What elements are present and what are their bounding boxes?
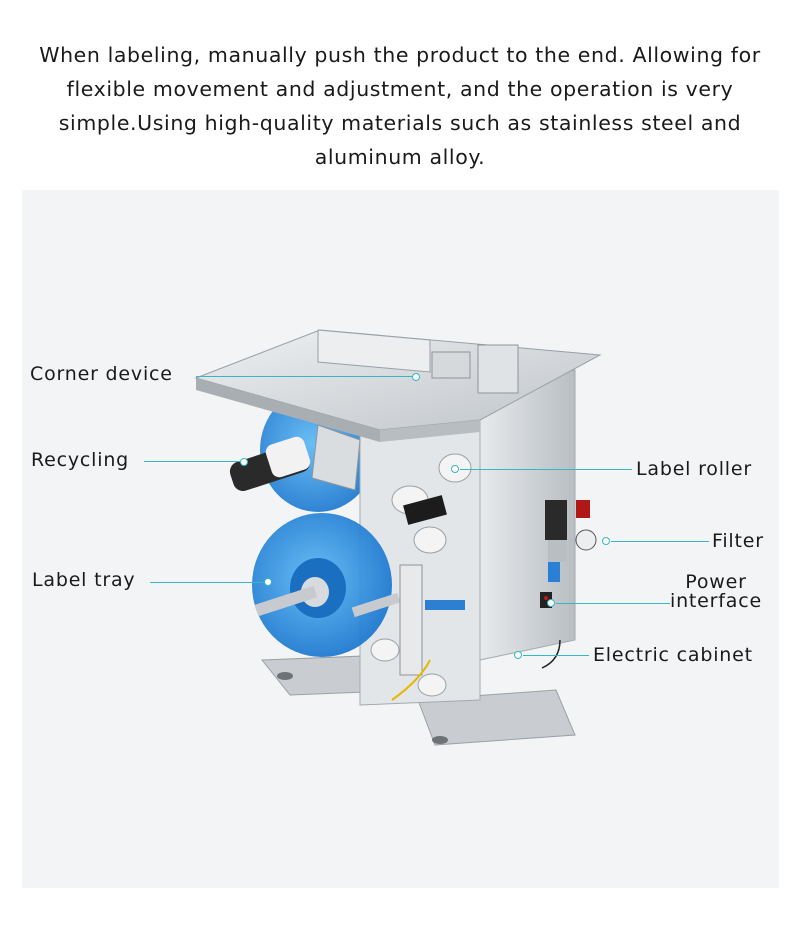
callout-power-interface-line1: Power	[685, 571, 747, 593]
marker-label-tray	[264, 578, 272, 586]
callout-label-roller: Label roller	[636, 458, 752, 480]
marker-corner-device	[412, 373, 420, 381]
callout-electric-cabinet: Electric cabinet	[593, 644, 753, 666]
callout-power-interface: Power interface	[670, 573, 762, 611]
intro-text: When labeling, manually push the product…	[39, 43, 761, 169]
marker-recycling	[240, 458, 248, 466]
marker-power-interface	[547, 599, 555, 607]
marker-filter	[602, 537, 610, 545]
leader-filter	[611, 541, 709, 542]
leader-recycling	[144, 461, 242, 462]
leader-corner-device	[196, 376, 414, 377]
marker-label-roller	[451, 465, 459, 473]
callout-label-tray: Label tray	[32, 569, 136, 591]
callout-power-interface-line2: interface	[670, 590, 762, 612]
callout-filter: Filter	[712, 530, 764, 552]
leader-power-interface	[556, 603, 670, 604]
leader-label-tray	[150, 582, 265, 583]
callout-corner-device: Corner device	[30, 363, 173, 385]
leader-electric-cabinet	[523, 655, 589, 656]
callout-recycling: Recycling	[31, 449, 130, 471]
leader-label-roller	[460, 469, 632, 470]
marker-electric-cabinet	[514, 651, 522, 659]
